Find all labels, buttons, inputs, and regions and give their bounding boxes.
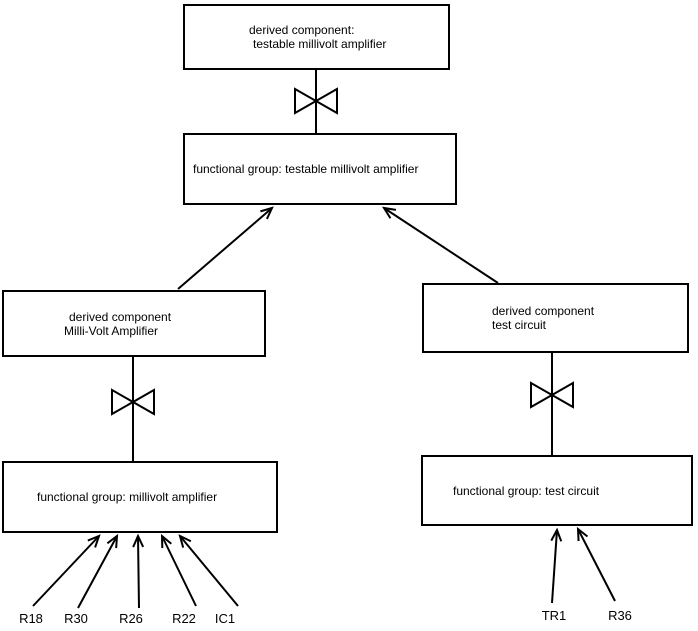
bowtie-decomposition-icon [530,381,574,409]
component-label-r18[interactable]: R18 [19,611,43,626]
node-derived-component-testable-millivolt-amplifier[interactable]: derived component: testable millivolt am… [183,4,450,70]
node-label-line: derived component: [249,23,355,37]
node-label-line: derived component [69,309,172,324]
component-label-tr1[interactable]: TR1 [541,608,567,623]
node-functional-group-millivolt-amplifier[interactable]: functional group: millivolt amplifier [2,461,278,533]
node-label-line: functional group: test circuit [453,483,600,498]
node-functional-group-test-circuit[interactable]: functional group: test circuit [421,455,693,526]
node-label-line: Milli-Volt Amplifier [64,323,159,338]
node-label-line: functional group: millivolt amplifier [37,490,218,504]
node-label-line: test circuit [492,318,547,332]
arrow-r18 [32,534,101,607]
arrow-derived-millivolt-to-functional-testable [177,206,274,290]
arrow-r30 [77,533,119,609]
node-derived-component-milli-volt-amplifier[interactable]: derived component Milli-Volt Amplifier [2,290,266,357]
arrow-ic1 [178,534,239,607]
component-label-r22[interactable]: R22 [172,611,196,626]
node-label-line: derived component [492,304,595,318]
component-label-r26[interactable]: R26 [119,611,143,626]
node-derived-component-test-circuit[interactable]: derived component test circuit [422,283,689,353]
arrow-r36 [576,526,616,602]
bowtie-decomposition-icon [294,87,338,115]
arrow-derived-test-to-functional-testable [381,206,499,284]
node-label-line: functional group: testable millivolt amp… [193,162,419,176]
arrow-tr1 [550,527,563,604]
component-label-r36[interactable]: R36 [608,608,632,623]
component-label-ic1[interactable]: IC1 [214,611,236,626]
arrow-r26 [132,533,145,609]
bowtie-decomposition-icon [111,388,155,416]
component-label-r30[interactable]: R30 [64,611,88,626]
arrow-r22 [160,533,197,607]
node-functional-group-testable-millivolt-amplifier[interactable]: functional group: testable millivolt amp… [183,133,457,205]
node-label-line: testable millivolt amplifier [253,37,387,51]
